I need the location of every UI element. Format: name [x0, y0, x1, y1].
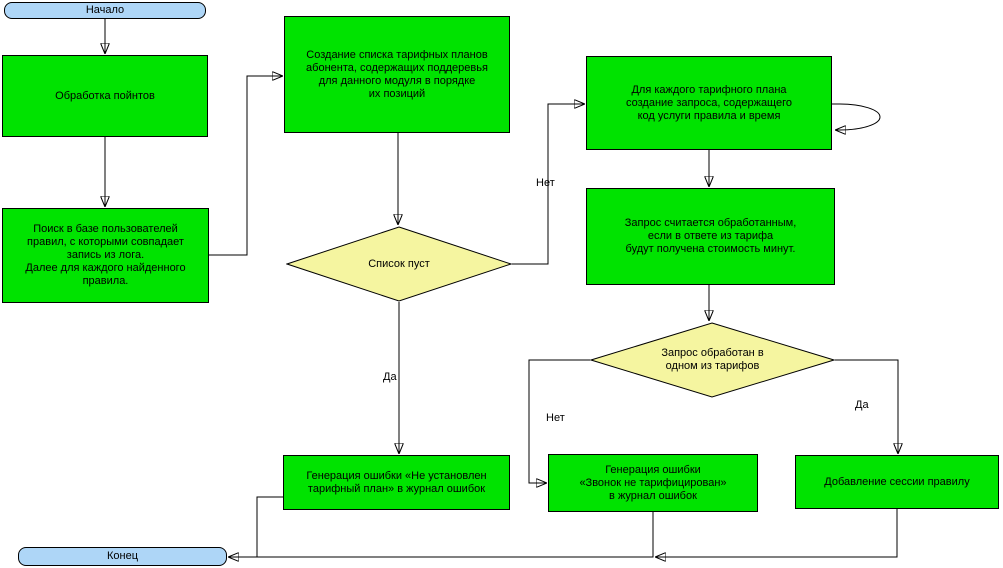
process-points-node: Обработка пойнтов — [2, 55, 208, 137]
error-no-plan-node: Генерация ошибки «Не установлен тарифный… — [283, 455, 510, 510]
create-request-label: Для каждого тарифного плана создание зап… — [626, 83, 792, 122]
edge-add-session-to-end — [656, 509, 898, 557]
edge-label-in-tariff-no: Нет — [546, 412, 565, 424]
add-session-node: Добавление сессии правилу — [795, 455, 999, 509]
edge-error-no-plan-to-end — [229, 496, 283, 557]
edge-in-tariff-yes-to-add-session — [835, 359, 898, 453]
request-in-tariff-decision: Запрос обработан в одном из тарифов — [590, 322, 835, 398]
start-node: Начало — [4, 2, 206, 19]
edge-label-list-empty-no: Нет — [536, 177, 555, 189]
search-rules-node: Поиск в базе пользователей правил, с кот… — [2, 208, 209, 303]
edge-label-in-tariff-yes: Да — [855, 399, 869, 411]
end-label: Конец — [106, 550, 139, 562]
search-rules-label: Поиск в базе пользователей правил, с кот… — [25, 223, 186, 287]
list-empty-decision: Список пуст — [286, 226, 512, 302]
error-not-billed-label: Генерация ошибки «Звонок не тарифицирова… — [579, 463, 727, 502]
request-processed-rule-label: Запрос считается обработанным, если в от… — [624, 217, 797, 255]
edge-search-to-create-list — [209, 76, 282, 256]
diamond-shape — [590, 322, 835, 398]
diamond-shape — [286, 226, 512, 302]
request-in-tariff-label: Запрос обработан в одном из тарифов — [661, 347, 764, 372]
list-empty-label: Список пуст — [368, 257, 430, 270]
edge-create-request-self-loop — [832, 103, 881, 130]
edge-list-empty-no-to-create-request — [512, 104, 584, 265]
create-plan-list-node: Создание списка тарифных планов абонента… — [284, 16, 510, 133]
error-no-plan-label: Генерация ошибки «Не установлен тарифный… — [306, 469, 487, 495]
create-plan-list-label: Создание списка тарифных планов абонента… — [306, 48, 488, 100]
add-session-label: Добавление сессии правилу — [824, 475, 970, 488]
edge-in-tariff-no-to-error-not-billed — [528, 359, 590, 483]
process-points-label: Обработка пойнтов — [55, 89, 155, 102]
end-node: Конец — [18, 547, 227, 566]
request-processed-rule-node: Запрос считается обработанным, если в от… — [586, 188, 835, 285]
edge-error-not-billed-to-end — [257, 512, 654, 558]
create-request-node: Для каждого тарифного плана создание зап… — [586, 56, 832, 150]
edge-label-list-empty-yes: Да — [383, 371, 397, 383]
error-not-billed-node: Генерация ошибки «Звонок не тарифицирова… — [548, 454, 758, 512]
start-label: Начало — [85, 4, 125, 16]
